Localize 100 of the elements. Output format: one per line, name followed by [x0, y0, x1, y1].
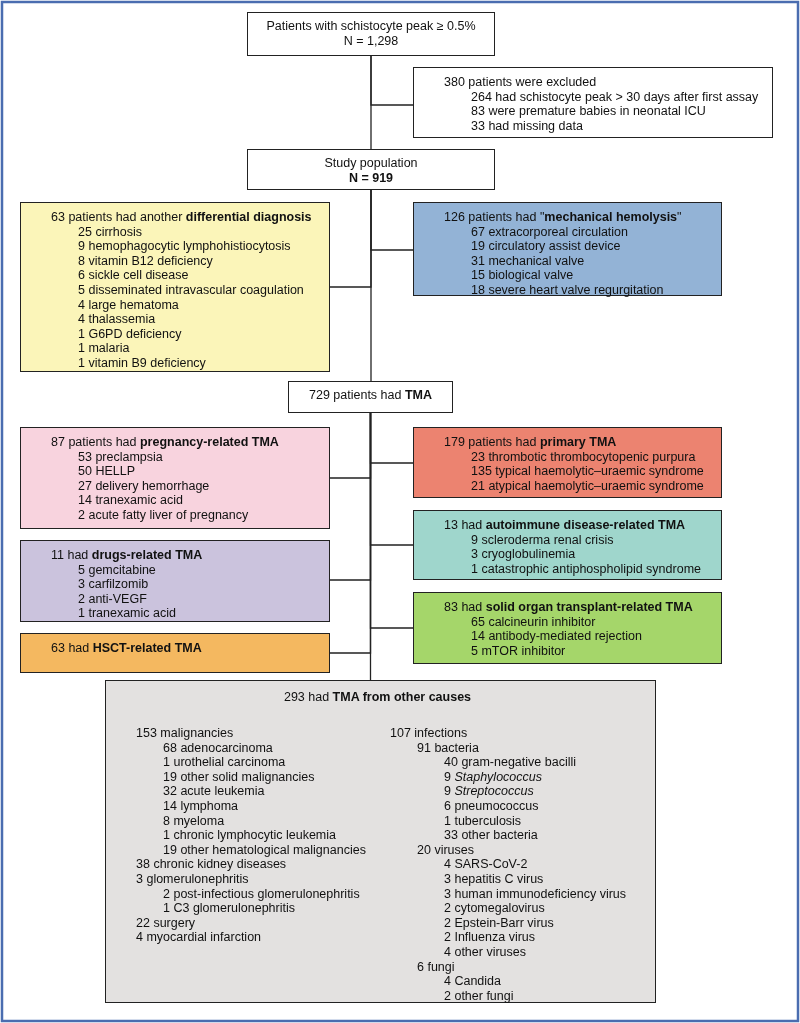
- list-item: 2 post-infectious glomerulonephritis: [163, 886, 361, 902]
- list-item: 5 mTOR inhibitor: [471, 643, 567, 659]
- list-item: 14 lymphoma: [163, 798, 240, 814]
- category-box: [105, 680, 656, 1003]
- list-item: 38 chronic kidney diseases: [136, 857, 288, 872]
- category-box: [413, 202, 722, 296]
- box-heading: 11 had drugs-related TMA: [51, 548, 204, 563]
- list-item: 1 chronic lymphocytic leukemia: [163, 828, 337, 843]
- list-item: 14 tranexamic acid: [78, 493, 184, 508]
- list-item: 18 severe heart valve regurgitation: [471, 282, 665, 298]
- list-item: 68 adenocarcinoma: [163, 740, 274, 756]
- list-item: 5 disseminated intravascular coagulation: [78, 282, 305, 298]
- list-item: 50 HELLP: [78, 464, 136, 479]
- box-text: Patients with schistocyte peak ≥ 0.5%: [265, 19, 477, 34]
- list-item: 25 cirrhosis: [78, 224, 143, 240]
- list-item: 1 tranexamic acid: [78, 606, 177, 621]
- list-item: 3 carfilzomib: [78, 577, 150, 592]
- list-item: 264 had schistocyte peak > 30 days after first assay: [471, 89, 760, 105]
- box-heading: 83 had solid organ transplant-related TMA: [444, 600, 694, 615]
- list-item: 2 Influenza virus: [444, 930, 537, 945]
- list-item: 4 large hematoma: [78, 297, 180, 313]
- list-item: 2 acute fatty liver of pregnancy: [78, 507, 250, 523]
- connector-line: [369, 412, 372, 681]
- list-item: 9 Staphylococcus: [444, 769, 543, 785]
- list-item: 22 surgery: [136, 915, 197, 931]
- box-heading: 179 patients had primary TMA: [444, 435, 618, 450]
- list-item: 14 antibody-mediated rejection: [471, 629, 643, 644]
- list-item: 107 infections: [390, 726, 469, 741]
- list-item: 9 Streptococcus: [444, 784, 535, 799]
- list-item: 19 other hematological malignancies: [163, 842, 366, 858]
- list-item: 15 biological valve: [471, 268, 575, 283]
- category-box: [20, 540, 330, 622]
- list-item: 2 Epstein-Barr virus: [444, 915, 555, 931]
- list-item: 4 SARS-CoV-2: [444, 857, 529, 872]
- list-item: 135 typical haemolytic–uraemic syndrome: [471, 464, 705, 479]
- list-item: 63 had HSCT-related TMA: [51, 641, 203, 656]
- list-item: 1 vitamin B9 deficiency: [78, 355, 207, 371]
- list-item: 40 gram-negative bacilli: [444, 755, 577, 770]
- list-item: 31 mechanical valve: [471, 253, 586, 269]
- list-item: 20 viruses: [417, 842, 475, 858]
- list-item: 91 bacteria: [417, 740, 480, 756]
- list-item: 1 catastrophic antiphospholipid syndrome: [471, 561, 702, 577]
- box-heading: 13 had autoimmune disease-related TMA: [444, 518, 687, 533]
- list-item: 6 pneumococcus: [444, 798, 540, 814]
- flow-box: [288, 381, 453, 413]
- list-item: 4 Candida: [444, 974, 502, 989]
- list-item: 53 preclampsia: [78, 449, 164, 465]
- list-item: 4 other viruses: [444, 944, 527, 960]
- list-item: 1 tuberculosis: [444, 813, 523, 829]
- list-item: 153 malignancies: [136, 726, 235, 741]
- box-heading: 293 had TMA from other causes: [282, 690, 473, 705]
- list-item: 6 sickle cell disease: [78, 268, 190, 283]
- list-item: 3 glomerulonephritis: [136, 871, 250, 887]
- list-item: 4 thalassemia: [78, 312, 157, 327]
- box-heading: 126 patients had "mechanical hemolysis": [444, 210, 683, 225]
- list-item: 1 malaria: [78, 341, 131, 356]
- list-item: 23 thrombotic thrombocytopenic purpura: [471, 449, 697, 465]
- box-heading: 380 patients were excluded: [444, 75, 598, 90]
- list-item: 8 vitamin B12 deficiency: [78, 253, 214, 269]
- list-item: 32 acute leukemia: [163, 784, 266, 799]
- list-item: 3 human immunodeficiency virus: [444, 886, 627, 902]
- list-item: 2 other fungi: [444, 988, 515, 1004]
- category-box: [20, 427, 330, 529]
- box-heading: 87 patients had pregnancy-related TMA: [51, 435, 280, 450]
- list-item: 1 G6PD deficiency: [78, 326, 183, 342]
- list-item: 9 hemophagocytic lymphohistiocytosis: [78, 239, 292, 254]
- category-box: [413, 510, 722, 580]
- box-text: 729 patients had TMA: [308, 388, 433, 403]
- list-item: 21 atypical haemolytic–uraemic syndrome: [471, 478, 705, 494]
- list-item: 33 other bacteria: [444, 828, 539, 843]
- box-text: N = 919: [347, 170, 395, 186]
- list-item: 2 anti-VEGF: [78, 591, 148, 607]
- list-item: 3 cryoglobulinemia: [471, 547, 577, 562]
- list-item: 6 fungi: [417, 959, 456, 975]
- list-item: 8 myeloma: [163, 813, 226, 829]
- category-box: [413, 592, 722, 664]
- category-box: [20, 633, 330, 673]
- connector-line: [370, 55, 372, 150]
- category-box: [20, 202, 330, 372]
- flow-box: [247, 12, 495, 56]
- list-item: 4 myocardial infarction: [136, 930, 263, 945]
- list-item: 3 hepatitis C virus: [444, 871, 545, 887]
- box-heading: 63 patients had another differential diagnosis: [51, 210, 313, 225]
- list-item: 19 circulatory assist device: [471, 239, 622, 254]
- list-item: 27 delivery hemorrhage: [78, 478, 211, 494]
- connector-line: [370, 189, 372, 382]
- list-item: 2 cytomegalovirus: [444, 901, 546, 916]
- list-item: 19 other solid malignancies: [163, 769, 316, 785]
- list-item: 1 C3 glomerulonephritis: [163, 901, 296, 916]
- list-item: 65 calcineurin inhibitor: [471, 614, 597, 630]
- category-box: [413, 427, 722, 498]
- list-item: 9 scleroderma renal crisis: [471, 532, 615, 548]
- category-box: [413, 67, 773, 138]
- list-item: 33 had missing data: [471, 118, 584, 134]
- flow-box: [247, 149, 495, 190]
- list-item: 83 were premature babies in neonatal ICU: [471, 104, 707, 119]
- box-text: Study population: [323, 156, 419, 171]
- list-item: 1 urothelial carcinoma: [163, 755, 287, 770]
- list-item: 5 gemcitabine: [78, 562, 157, 578]
- box-text: N = 1,298: [342, 33, 400, 49]
